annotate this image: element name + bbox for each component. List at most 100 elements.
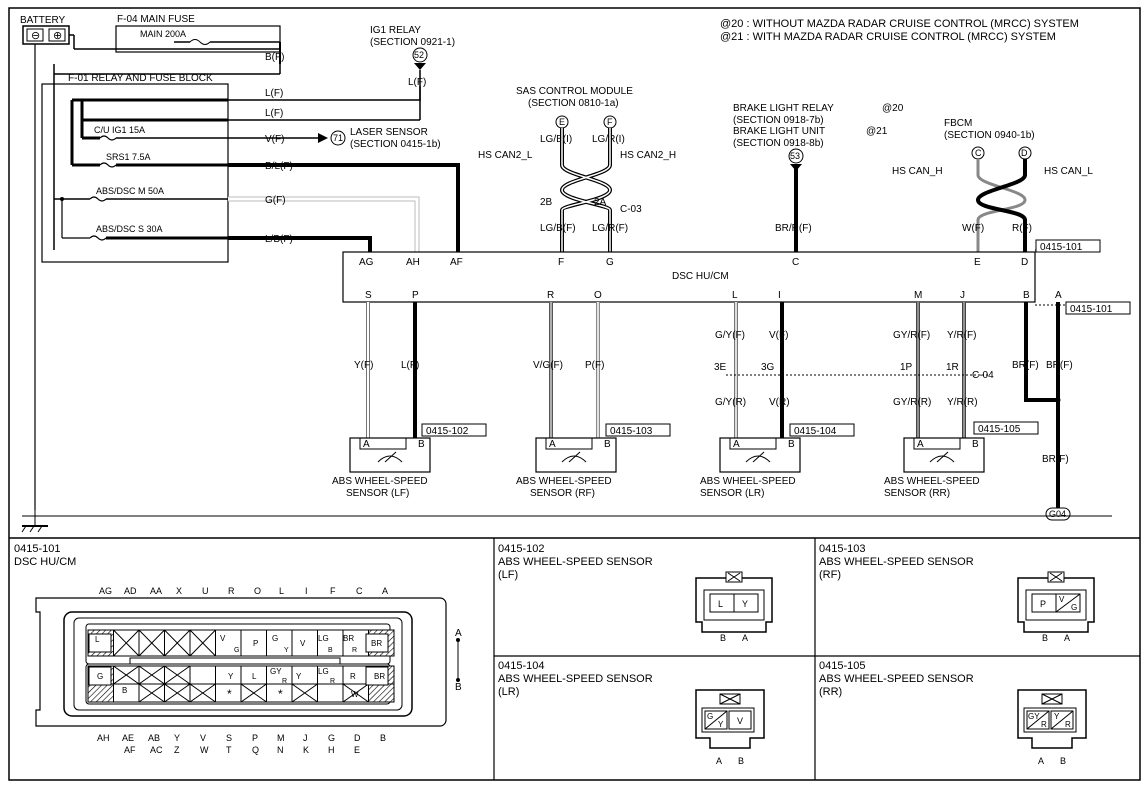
svg-text:0415-101: 0415-101 <box>1040 242 1083 253</box>
pin-bot-AE: AE <box>122 733 134 743</box>
svg-text:B: B <box>972 439 979 450</box>
svg-text:AG: AG <box>359 257 374 268</box>
pin-cell <box>317 629 344 657</box>
svg-text:(SECTION 0918-7b): (SECTION 0918-7b) <box>733 115 824 126</box>
pin-bot2-E: E <box>354 745 360 755</box>
svg-text:3E: 3E <box>714 362 727 373</box>
svg-text:HS CAN2_L: HS CAN2_L <box>478 150 533 161</box>
svg-text:ABS WHEEL-SPEED SENSOR: ABS WHEEL-SPEED SENSOR <box>498 673 653 685</box>
pin-top-F: F <box>330 586 336 596</box>
pin-bot2-K: K <box>303 745 309 755</box>
pin-bot-P: P <box>252 733 258 743</box>
pin-bot-AB: AB <box>148 733 160 743</box>
pin-bot2-Z: Z <box>174 745 180 755</box>
svg-text:ABS WHEEL-SPEED: ABS WHEEL-SPEED <box>700 476 796 487</box>
pin-g2: G <box>272 634 278 643</box>
svg-text:A: A <box>1038 756 1044 766</box>
svg-text:V(F): V(F) <box>769 330 788 341</box>
sensor-lf: Y(F) L(F) 0415-102 A B ABS WHEEL-SPEED S… <box>332 360 487 499</box>
ig1-relay: IG1 RELAY (SECTION 0921-1) 52 L(F) <box>370 25 455 88</box>
pin-br3: BR <box>374 672 385 681</box>
svg-text:A: A <box>363 439 370 450</box>
svg-text:BRAKE LIGHT UNIT: BRAKE LIGHT UNIT <box>733 126 825 137</box>
wire-l-2: L(F) <box>265 108 283 119</box>
note-at20: @20 : WITHOUT MAZDA RADAR CRUISE CONTROL… <box>720 18 1079 30</box>
pin-cell <box>266 629 293 657</box>
svg-text:2A: 2A <box>594 197 607 208</box>
svg-text:BRAKE LIGHT RELAY: BRAKE LIGHT RELAY <box>733 103 834 114</box>
svg-text:R(F): R(F) <box>1012 223 1032 234</box>
svg-text:G/Y(F): G/Y(F) <box>715 330 745 341</box>
svg-text:B: B <box>738 756 744 766</box>
pin-cell <box>368 683 395 703</box>
svg-text:DSC HU/CM: DSC HU/CM <box>672 271 729 282</box>
svg-text:(LF): (LF) <box>498 569 518 581</box>
svg-text:Y: Y <box>718 720 724 729</box>
svg-text:0415-105: 0415-105 <box>978 424 1021 435</box>
svg-text:E: E <box>974 257 981 268</box>
svg-text:AH: AH <box>406 257 420 268</box>
fuse-block-wiring <box>70 98 228 167</box>
svg-text:LG/B(F): LG/B(F) <box>540 223 576 234</box>
svg-text:A: A <box>1055 290 1062 301</box>
pin-bot2-AC: AC <box>150 745 163 755</box>
svg-text:(SECTION 0921-1): (SECTION 0921-1) <box>370 37 455 48</box>
svg-text:0415-104: 0415-104 <box>498 660 545 672</box>
svg-text:F: F <box>607 117 613 127</box>
svg-text:SENSOR (RR): SENSOR (RR) <box>884 488 950 499</box>
pin-bot-B: B <box>380 733 386 743</box>
wire-v: V(F) <box>265 134 284 145</box>
pin-bot2-H: H <box>328 745 335 755</box>
panel-0415-102: 0415-102 ABS WHEEL-SPEED SENSOR (LF) L Y… <box>498 543 773 643</box>
svg-text:B: B <box>1023 290 1030 301</box>
pin-br: BR <box>343 634 354 643</box>
pin-top-A: A <box>382 586 388 596</box>
svg-text:B: B <box>788 439 795 450</box>
svg-text:A: A <box>917 439 924 450</box>
svg-text:SENSOR (LR): SENSOR (LR) <box>700 488 764 499</box>
svg-text:(SECTION 0918-8b): (SECTION 0918-8b) <box>733 138 824 149</box>
page-frame <box>8 7 1141 781</box>
svg-text:(SECTION 0940-1b): (SECTION 0940-1b) <box>944 130 1035 141</box>
pin-top-O: O <box>254 586 261 596</box>
svg-text:2B: 2B <box>540 197 553 208</box>
svg-text:GY/R(R): GY/R(R) <box>893 397 931 408</box>
svg-text:R: R <box>1041 720 1047 729</box>
svg-text:A: A <box>733 439 740 450</box>
pin-b: B <box>328 647 333 654</box>
svg-text:SENSOR (LF): SENSOR (LF) <box>346 488 409 499</box>
svg-text:BR/R(F): BR/R(F) <box>775 223 812 234</box>
svg-text:(LR): (LR) <box>498 686 519 698</box>
svg-text:@21: @21 <box>866 126 888 137</box>
svg-text:A: A <box>742 633 748 643</box>
svg-text:LG/R(F): LG/R(F) <box>592 223 628 234</box>
svg-text:0415-103: 0415-103 <box>819 543 866 555</box>
pin-top-I: I <box>305 586 308 596</box>
pin-bot2-W: W <box>200 745 209 755</box>
svg-text:HS CAN2_H: HS CAN2_H <box>620 150 676 161</box>
svg-text:L: L <box>718 599 723 609</box>
svg-text:P: P <box>412 290 419 301</box>
pin-bot-M: M <box>277 733 285 743</box>
pin-gy: GY <box>270 667 282 676</box>
laser-ref-num: 71 <box>333 133 343 143</box>
svg-text:3G: 3G <box>761 362 775 373</box>
pin-star2: * <box>278 687 283 701</box>
svg-text:ABS WHEEL-SPEED SENSOR: ABS WHEEL-SPEED SENSOR <box>819 556 974 568</box>
sensor-rr: GY/R(F) Y/R(F) 1P 1R C-04 GY/R(R) Y/R(R)… <box>884 330 1039 499</box>
pin-r4: R <box>350 672 356 681</box>
pin-bot2-Q: Q <box>252 745 259 755</box>
pin-g-big: G <box>97 672 103 681</box>
fbcm: FBCM (SECTION 0940-1b) C D HS CAN_H HS C… <box>892 118 1093 252</box>
svg-text:V: V <box>1059 595 1065 604</box>
svg-text:P: P <box>1040 599 1046 609</box>
svg-text:BATTERY: BATTERY <box>20 15 66 26</box>
pin-top-C: C <box>356 586 363 596</box>
svg-text:HS CAN_H: HS CAN_H <box>892 166 943 177</box>
svg-text:SENSOR (RF): SENSOR (RF) <box>530 488 595 499</box>
svg-text:W(F): W(F) <box>962 223 984 234</box>
svg-text:B: B <box>1042 633 1048 643</box>
svg-text:0415-104: 0415-104 <box>794 426 837 437</box>
svg-text:0415-101: 0415-101 <box>1070 304 1113 315</box>
